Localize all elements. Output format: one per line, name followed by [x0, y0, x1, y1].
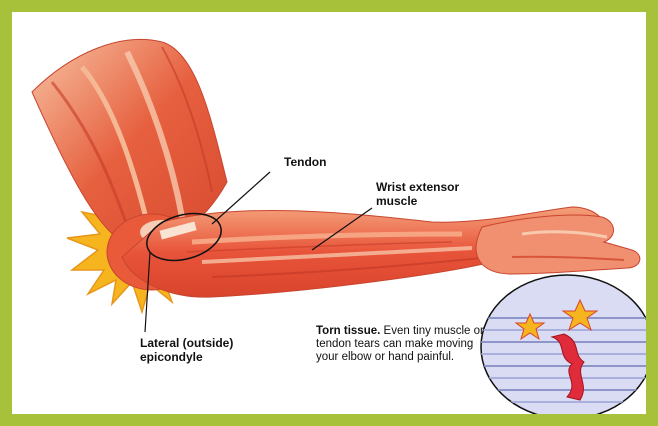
torn-tissue-title: Torn tissue. — [316, 325, 380, 337]
illustration-frame: Tendon Wrist extensor muscle Lateral (ou… — [12, 12, 646, 414]
torn-tissue-caption: Torn tissue. Even tiny muscle or tendon … — [316, 325, 486, 364]
lateral-epicondyle-label: Lateral (outside) epicondyle — [140, 336, 270, 364]
torn-tissue-inset — [477, 275, 646, 414]
tendon-label: Tendon — [284, 155, 326, 169]
wrist-extensor-label: Wrist extensor muscle — [376, 180, 480, 208]
